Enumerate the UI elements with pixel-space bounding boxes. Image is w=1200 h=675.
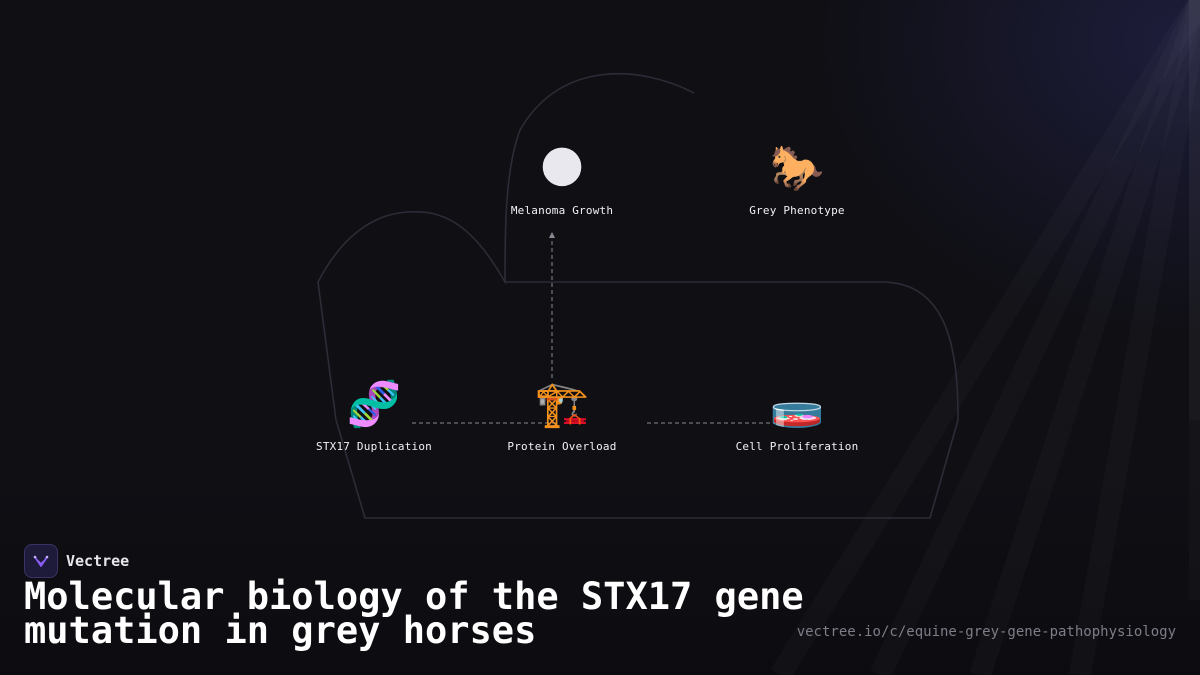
node-melanoma-growth: 🌑 Melanoma Growth: [472, 142, 652, 217]
node-stx17-duplication: 🧬 STX17 Duplication: [284, 378, 464, 453]
node-label: Grey Phenotype: [749, 204, 845, 217]
node-protein-overload: 🏗️ Protein Overload: [472, 378, 652, 453]
node-label: Cell Proliferation: [735, 440, 859, 453]
petri-dish-icon: 🧫: [769, 379, 825, 430]
brand-name: Vectree: [66, 552, 130, 570]
construction-crane-icon: 🏗️: [534, 379, 590, 430]
node-label: Melanoma Growth: [510, 204, 614, 217]
horse-icon: 🐎: [769, 143, 825, 194]
dna-icon: 🧬: [346, 379, 402, 430]
dark-moon-icon: 🌑: [539, 143, 585, 194]
node-label: STX17 Duplication: [316, 440, 432, 453]
edge-arrowhead: [549, 232, 555, 238]
node-cell-proliferation: 🧫 Cell Proliferation: [707, 378, 887, 453]
brand: Vectree: [24, 544, 129, 578]
source-url[interactable]: vectree.io/c/equine-grey-gene-pathophysi…: [796, 624, 1176, 640]
node-label: Protein Overload: [507, 440, 617, 453]
node-grey-phenotype: 🐎 Grey Phenotype: [707, 142, 887, 217]
vectree-logo-icon: [24, 544, 58, 578]
page-title: Molecular biology of the STX17 gene muta…: [24, 575, 804, 652]
